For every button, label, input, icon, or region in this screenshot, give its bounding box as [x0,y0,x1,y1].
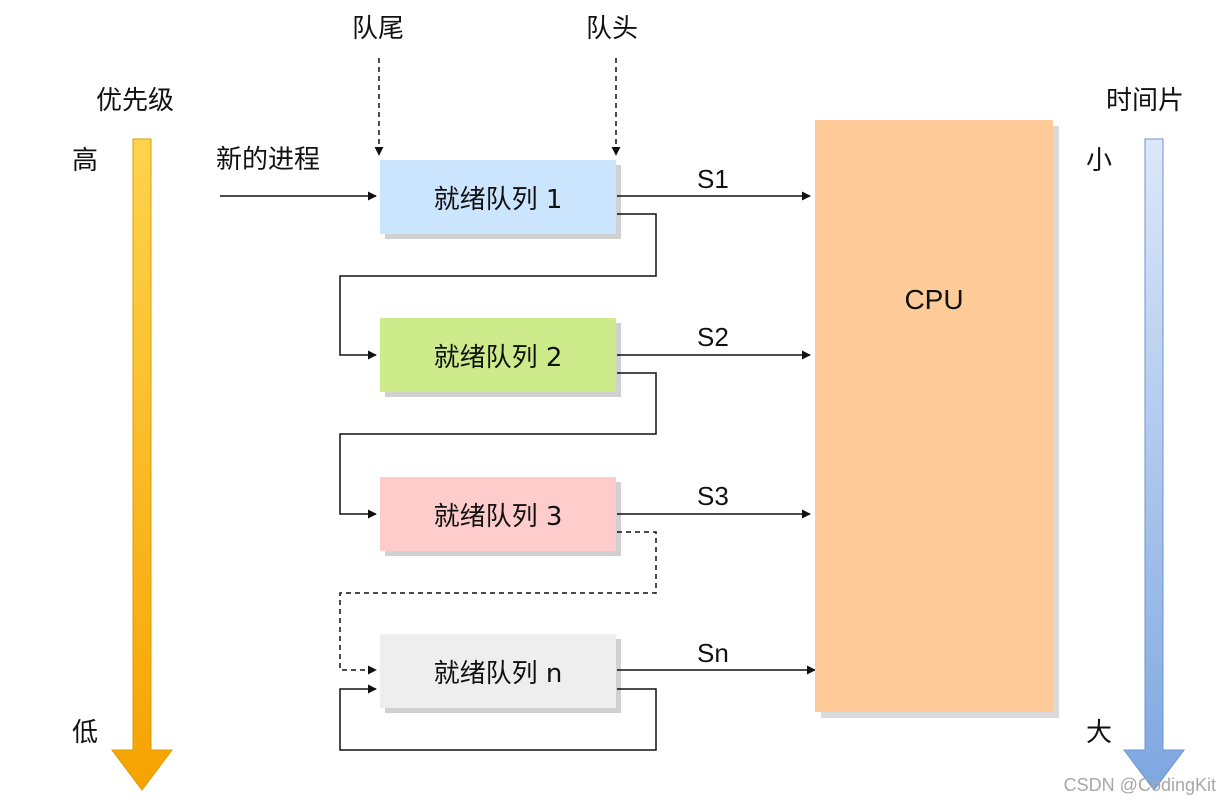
ready-queue-1: 就绪队列 1 [380,160,616,234]
demote-3-to-n-connector [339,531,657,675]
time-slice-arrow [1123,138,1185,791]
ready-queue-1-label: 就绪队列 1 [433,184,563,215]
cpu-block: CPU [815,120,1053,712]
time-slice-axis-title: 时间片 [1106,86,1185,116]
ready-queue-n: 就绪队列 n [380,634,616,708]
priority-arrow [111,138,173,791]
watermark: CSDN @CodingKit [1063,775,1216,795]
ready-queue-3: 就绪队列 3 [380,477,616,551]
time-slice-large-label: 大 [1086,718,1113,748]
priority-high-label: 高 [72,146,99,176]
demote-2-to-3-connector [339,372,657,519]
time-slice-small-label: 小 [1086,146,1113,176]
new-process-label: 新的进程 [216,145,321,175]
slice-label-s1: S1 [697,164,729,194]
priority-axis-title: 优先级 [96,86,175,116]
priority-low-label: 低 [72,718,99,748]
queue-tail-label: 队尾 [352,14,405,44]
slice-label-sn: Sn [697,638,729,668]
queue-n-loop-connector [339,684,657,751]
cpu-label: CPU [904,284,964,315]
ready-queue-2-label: 就绪队列 2 [433,342,563,373]
queue-head-label: 队头 [586,14,639,44]
ready-queue-2: 就绪队列 2 [380,318,616,392]
ready-queue-3-label: 就绪队列 3 [433,501,563,532]
demote-1-to-2-connector [339,213,657,360]
slice-label-s3: S3 [697,481,729,511]
slice-label-s2: S2 [697,322,729,352]
ready-queue-n-label: 就绪队列 n [433,658,563,689]
